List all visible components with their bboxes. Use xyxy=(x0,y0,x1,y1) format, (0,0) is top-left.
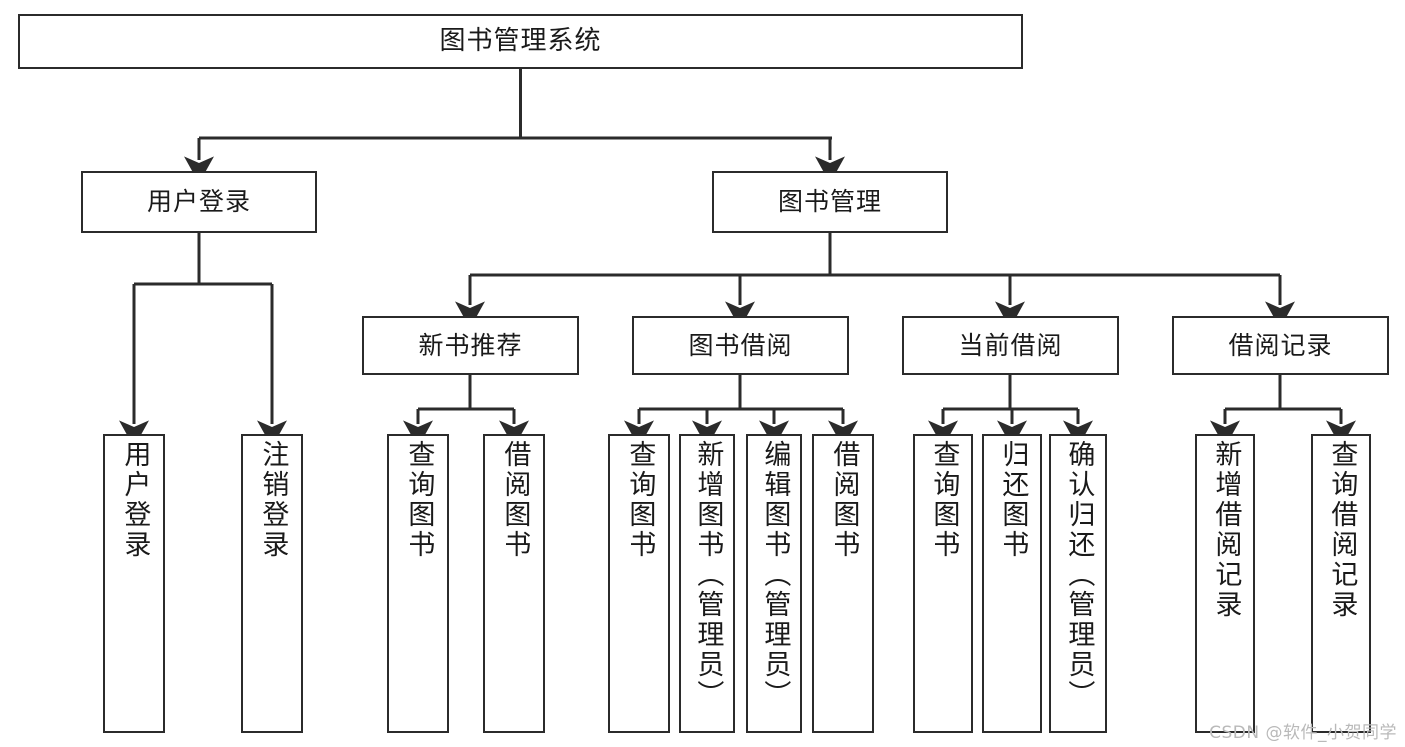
node-book-borrow-label: 图书借阅 xyxy=(688,330,793,360)
node-leaf-user-login[interactable]: 用户登录 xyxy=(103,434,165,733)
node-borrow-record-label: 借阅记录 xyxy=(1228,330,1333,360)
node-current-borrow[interactable]: 当前借阅 xyxy=(902,316,1119,375)
node-book-management[interactable]: 图书管理 xyxy=(712,171,948,233)
node-leaf-add-book-label: 新增图书（管理员） xyxy=(692,440,724,710)
node-leaf-borrow-book[interactable]: 借阅图书 xyxy=(812,434,874,733)
node-current-borrow-label: 当前借阅 xyxy=(958,330,1063,360)
node-leaf-return-book[interactable]: 归还图书 xyxy=(982,434,1042,733)
node-leaf-borrow-book-rec-label: 借阅图书 xyxy=(499,440,531,560)
node-leaf-query-book-borrow-label: 查询图书 xyxy=(624,440,656,560)
node-user-login[interactable]: 用户登录 xyxy=(81,171,317,233)
node-leaf-confirm-return[interactable]: 确认归还（管理员） xyxy=(1049,434,1107,733)
node-leaf-confirm-return-label: 确认归还（管理员） xyxy=(1063,440,1095,710)
node-leaf-query-book-current-label: 查询图书 xyxy=(928,440,960,560)
node-user-login-label: 用户登录 xyxy=(146,187,251,217)
node-leaf-edit-book[interactable]: 编辑图书（管理员） xyxy=(746,434,802,733)
node-leaf-query-book-current[interactable]: 查询图书 xyxy=(913,434,973,733)
node-new-book-recommend[interactable]: 新书推荐 xyxy=(362,316,579,375)
node-borrow-record[interactable]: 借阅记录 xyxy=(1172,316,1389,375)
node-leaf-add-borrow-record-label: 新增借阅记录 xyxy=(1210,440,1242,620)
node-book-borrow[interactable]: 图书借阅 xyxy=(632,316,849,375)
node-leaf-query-book-borrow[interactable]: 查询图书 xyxy=(608,434,670,733)
node-root-label: 图书管理系统 xyxy=(439,26,602,57)
node-root[interactable]: 图书管理系统 xyxy=(18,14,1023,69)
node-leaf-add-book[interactable]: 新增图书（管理员） xyxy=(679,434,735,733)
node-leaf-borrow-book-rec[interactable]: 借阅图书 xyxy=(483,434,545,733)
node-leaf-logout[interactable]: 注销登录 xyxy=(241,434,303,733)
node-leaf-user-login-label: 用户登录 xyxy=(119,440,151,560)
node-leaf-logout-label: 注销登录 xyxy=(257,440,289,560)
node-leaf-query-book-rec-label: 查询图书 xyxy=(403,440,435,560)
node-leaf-query-borrow-record[interactable]: 查询借阅记录 xyxy=(1311,434,1371,733)
node-leaf-add-borrow-record[interactable]: 新增借阅记录 xyxy=(1195,434,1255,733)
node-leaf-query-borrow-record-label: 查询借阅记录 xyxy=(1326,440,1358,620)
node-leaf-query-book-rec[interactable]: 查询图书 xyxy=(387,434,449,733)
node-new-book-recommend-label: 新书推荐 xyxy=(418,330,523,360)
node-leaf-borrow-book-label: 借阅图书 xyxy=(828,440,860,560)
node-leaf-edit-book-label: 编辑图书（管理员） xyxy=(759,440,791,710)
node-leaf-return-book-label: 归还图书 xyxy=(997,440,1029,560)
node-book-management-label: 图书管理 xyxy=(777,187,882,217)
